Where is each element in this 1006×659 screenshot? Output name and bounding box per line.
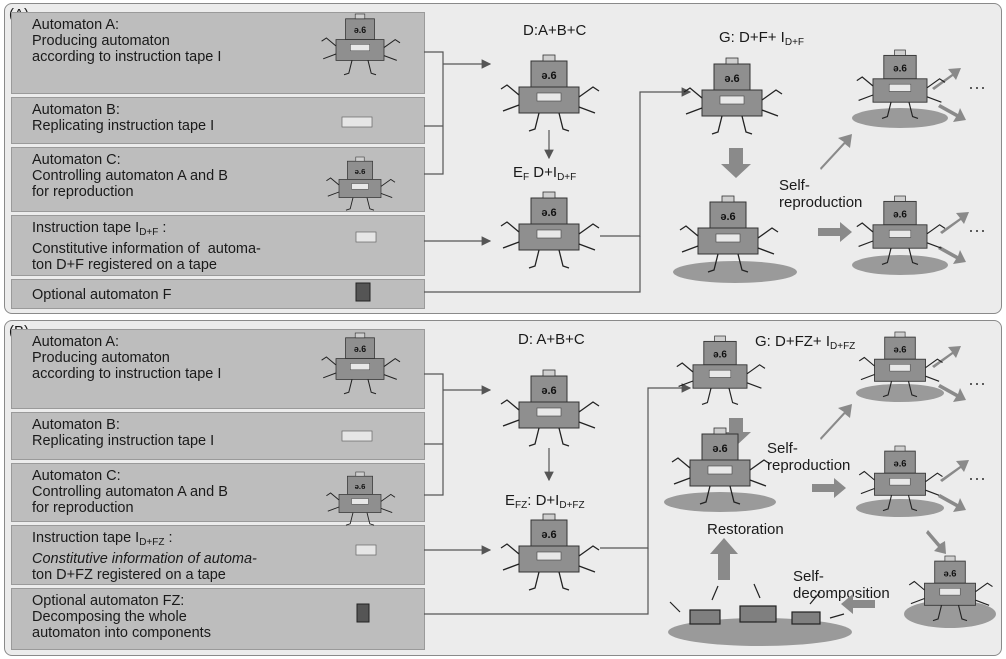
ellipsis-a2: ···	[968, 220, 986, 240]
robot-figures	[322, 14, 996, 646]
ellipsis-b2: ···	[968, 468, 986, 488]
ellipsis-b1: ···	[968, 373, 986, 393]
ellipsis-a1: ···	[968, 77, 986, 97]
thick-arrows	[710, 68, 969, 614]
ellipses: ··· ··· ··· ···	[968, 77, 986, 488]
decomposed-parts	[670, 584, 844, 624]
